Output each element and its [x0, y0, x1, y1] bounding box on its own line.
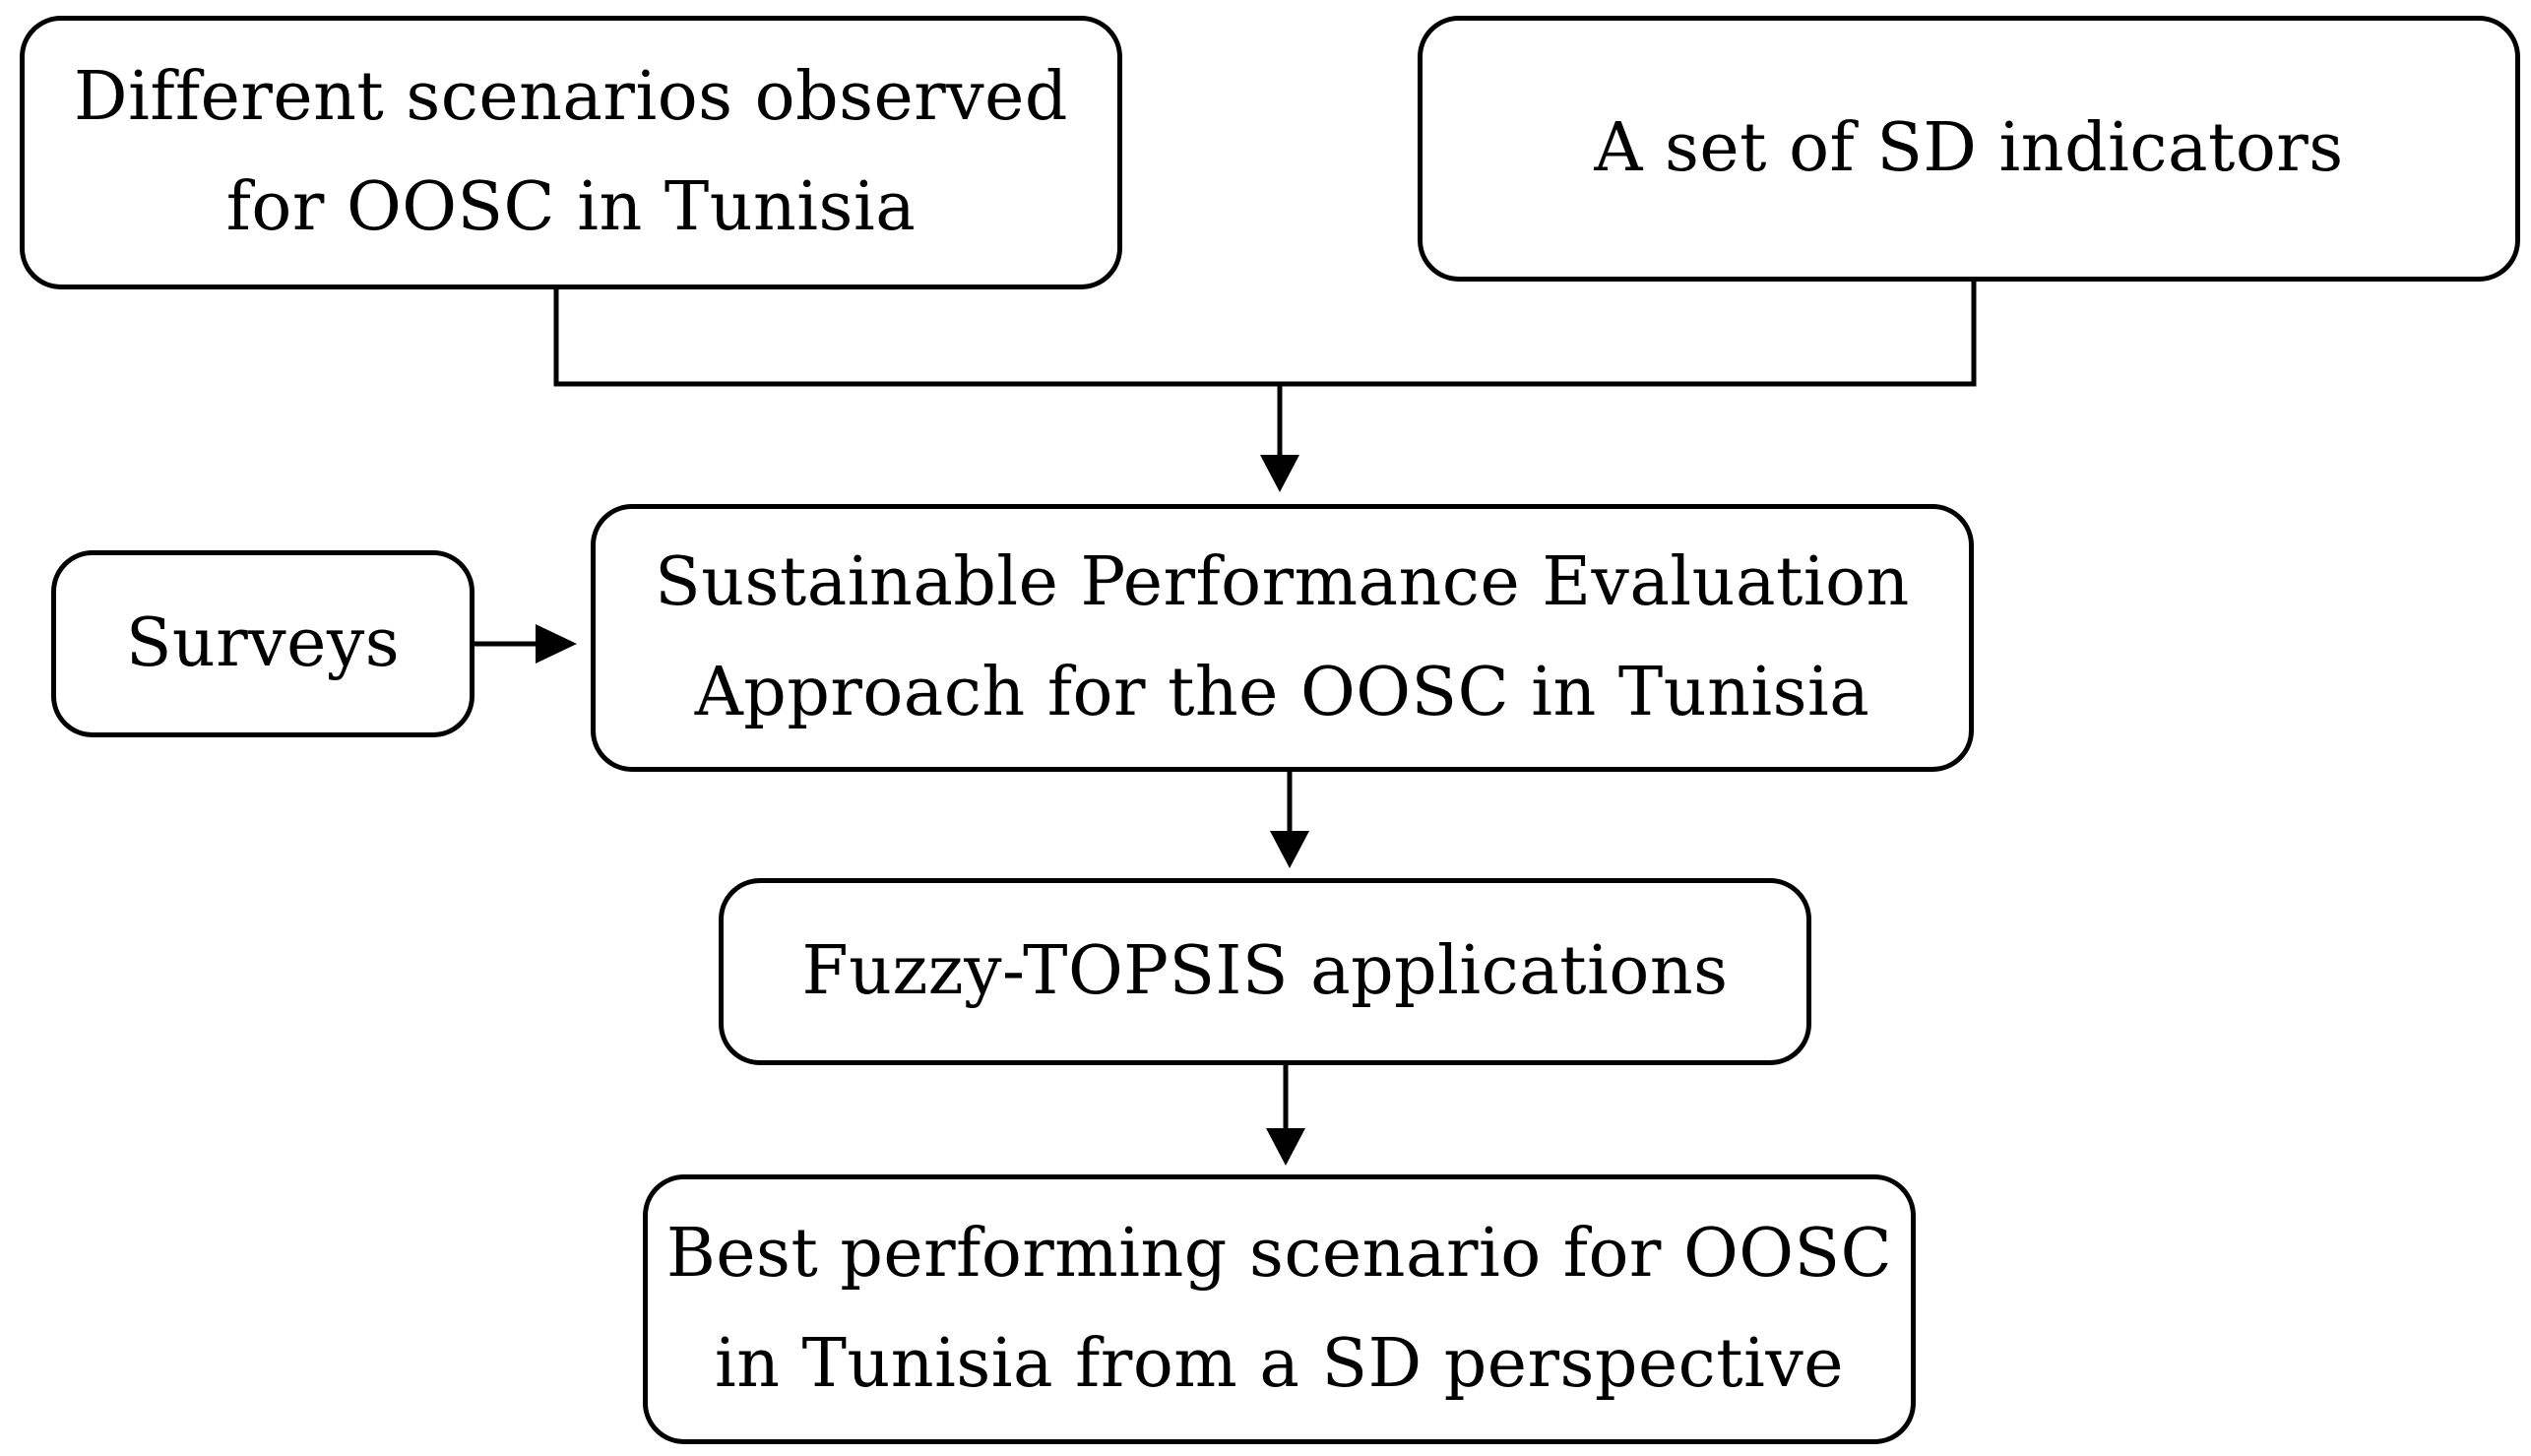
arrowhead-surveys	[536, 624, 577, 664]
node-indicators: A set of SD indicators	[1418, 16, 2520, 282]
node-scenarios-line-1: Different scenarios observed	[74, 58, 1068, 136]
node-best-line-2: in Tunisia from a SD perspective	[715, 1325, 1844, 1403]
node-scenarios: Different scenarios observed for OOSC in…	[20, 16, 1122, 289]
node-fuzzy-topsis: Fuzzy-TOPSIS applications	[719, 878, 1811, 1065]
edge-scenarios-to-approach	[553, 289, 1280, 387]
node-approach-line-1: Sustainable Performance Evaluation	[655, 543, 1910, 621]
node-best-scenario: Best performing scenario for OOSC in Tun…	[643, 1174, 1916, 1444]
arrowhead-approach-fuzzy	[1270, 831, 1309, 868]
arrowhead-merge	[1260, 455, 1299, 492]
node-best-line-1: Best performing scenario for OOSC	[665, 1215, 1893, 1293]
node-fuzzy-line-1: Fuzzy-TOPSIS applications	[801, 932, 1729, 1010]
node-surveys: Surveys	[51, 550, 475, 737]
node-approach: Sustainable Performance Evaluation Appro…	[591, 504, 1974, 772]
node-scenarios-line-2: for OOSC in Tunisia	[225, 168, 917, 246]
arrowhead-fuzzy-best	[1266, 1128, 1305, 1166]
node-surveys-line-1: Surveys	[125, 604, 401, 682]
node-indicators-line-1: A set of SD indicators	[1594, 109, 2344, 187]
node-approach-line-2: Approach for the OOSC in Tunisia	[694, 654, 1870, 731]
edge-indicators-to-approach	[1280, 282, 1977, 387]
